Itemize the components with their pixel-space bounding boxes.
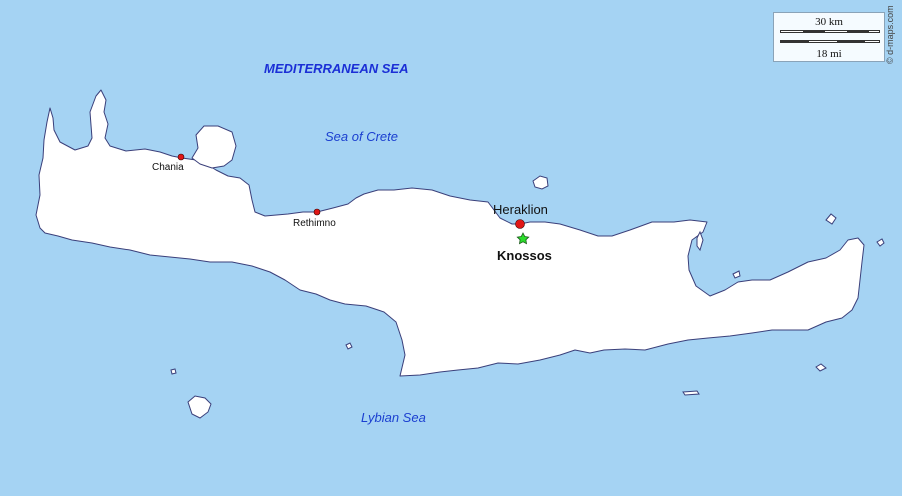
- island-east-b: [876, 238, 885, 247]
- mediterranean-sea-label: MEDITERRANEAN SEA: [264, 61, 409, 76]
- chania-label: Chania: [152, 162, 184, 173]
- island-gavdos: [187, 395, 212, 419]
- island-south-a: [815, 363, 827, 372]
- lybian-sea-label: Lybian Sea: [361, 410, 426, 425]
- island-east-a: [825, 213, 837, 225]
- chania-marker: [177, 153, 185, 161]
- island-south-c: [170, 368, 177, 375]
- scale-km-label: 30 km: [815, 16, 843, 28]
- heraklion-label: Heraklion: [493, 202, 548, 217]
- sea-of-crete-label: Sea of Crete: [325, 129, 398, 144]
- island-south-east: [682, 390, 700, 396]
- heraklion-marker: [515, 219, 525, 229]
- island-east-c: [732, 270, 741, 279]
- map-scale: 30 km 18 mi: [773, 12, 885, 62]
- map-credit: © d-maps.com: [885, 5, 895, 64]
- akrotiri-peninsula: [191, 125, 237, 169]
- rethimno-label: Rethimno: [293, 218, 336, 229]
- island-spinalonga: [696, 230, 704, 252]
- knossos-star-icon: [516, 232, 530, 245]
- scale-km-bar: [780, 30, 880, 33]
- island-dia: [532, 175, 549, 190]
- knossos-label: Knossos: [497, 248, 552, 263]
- scale-mi-label: 18 mi: [816, 48, 842, 60]
- scale-mi-bar: [780, 40, 880, 43]
- rethimno-marker: [313, 208, 321, 216]
- island-south-b: [345, 342, 353, 350]
